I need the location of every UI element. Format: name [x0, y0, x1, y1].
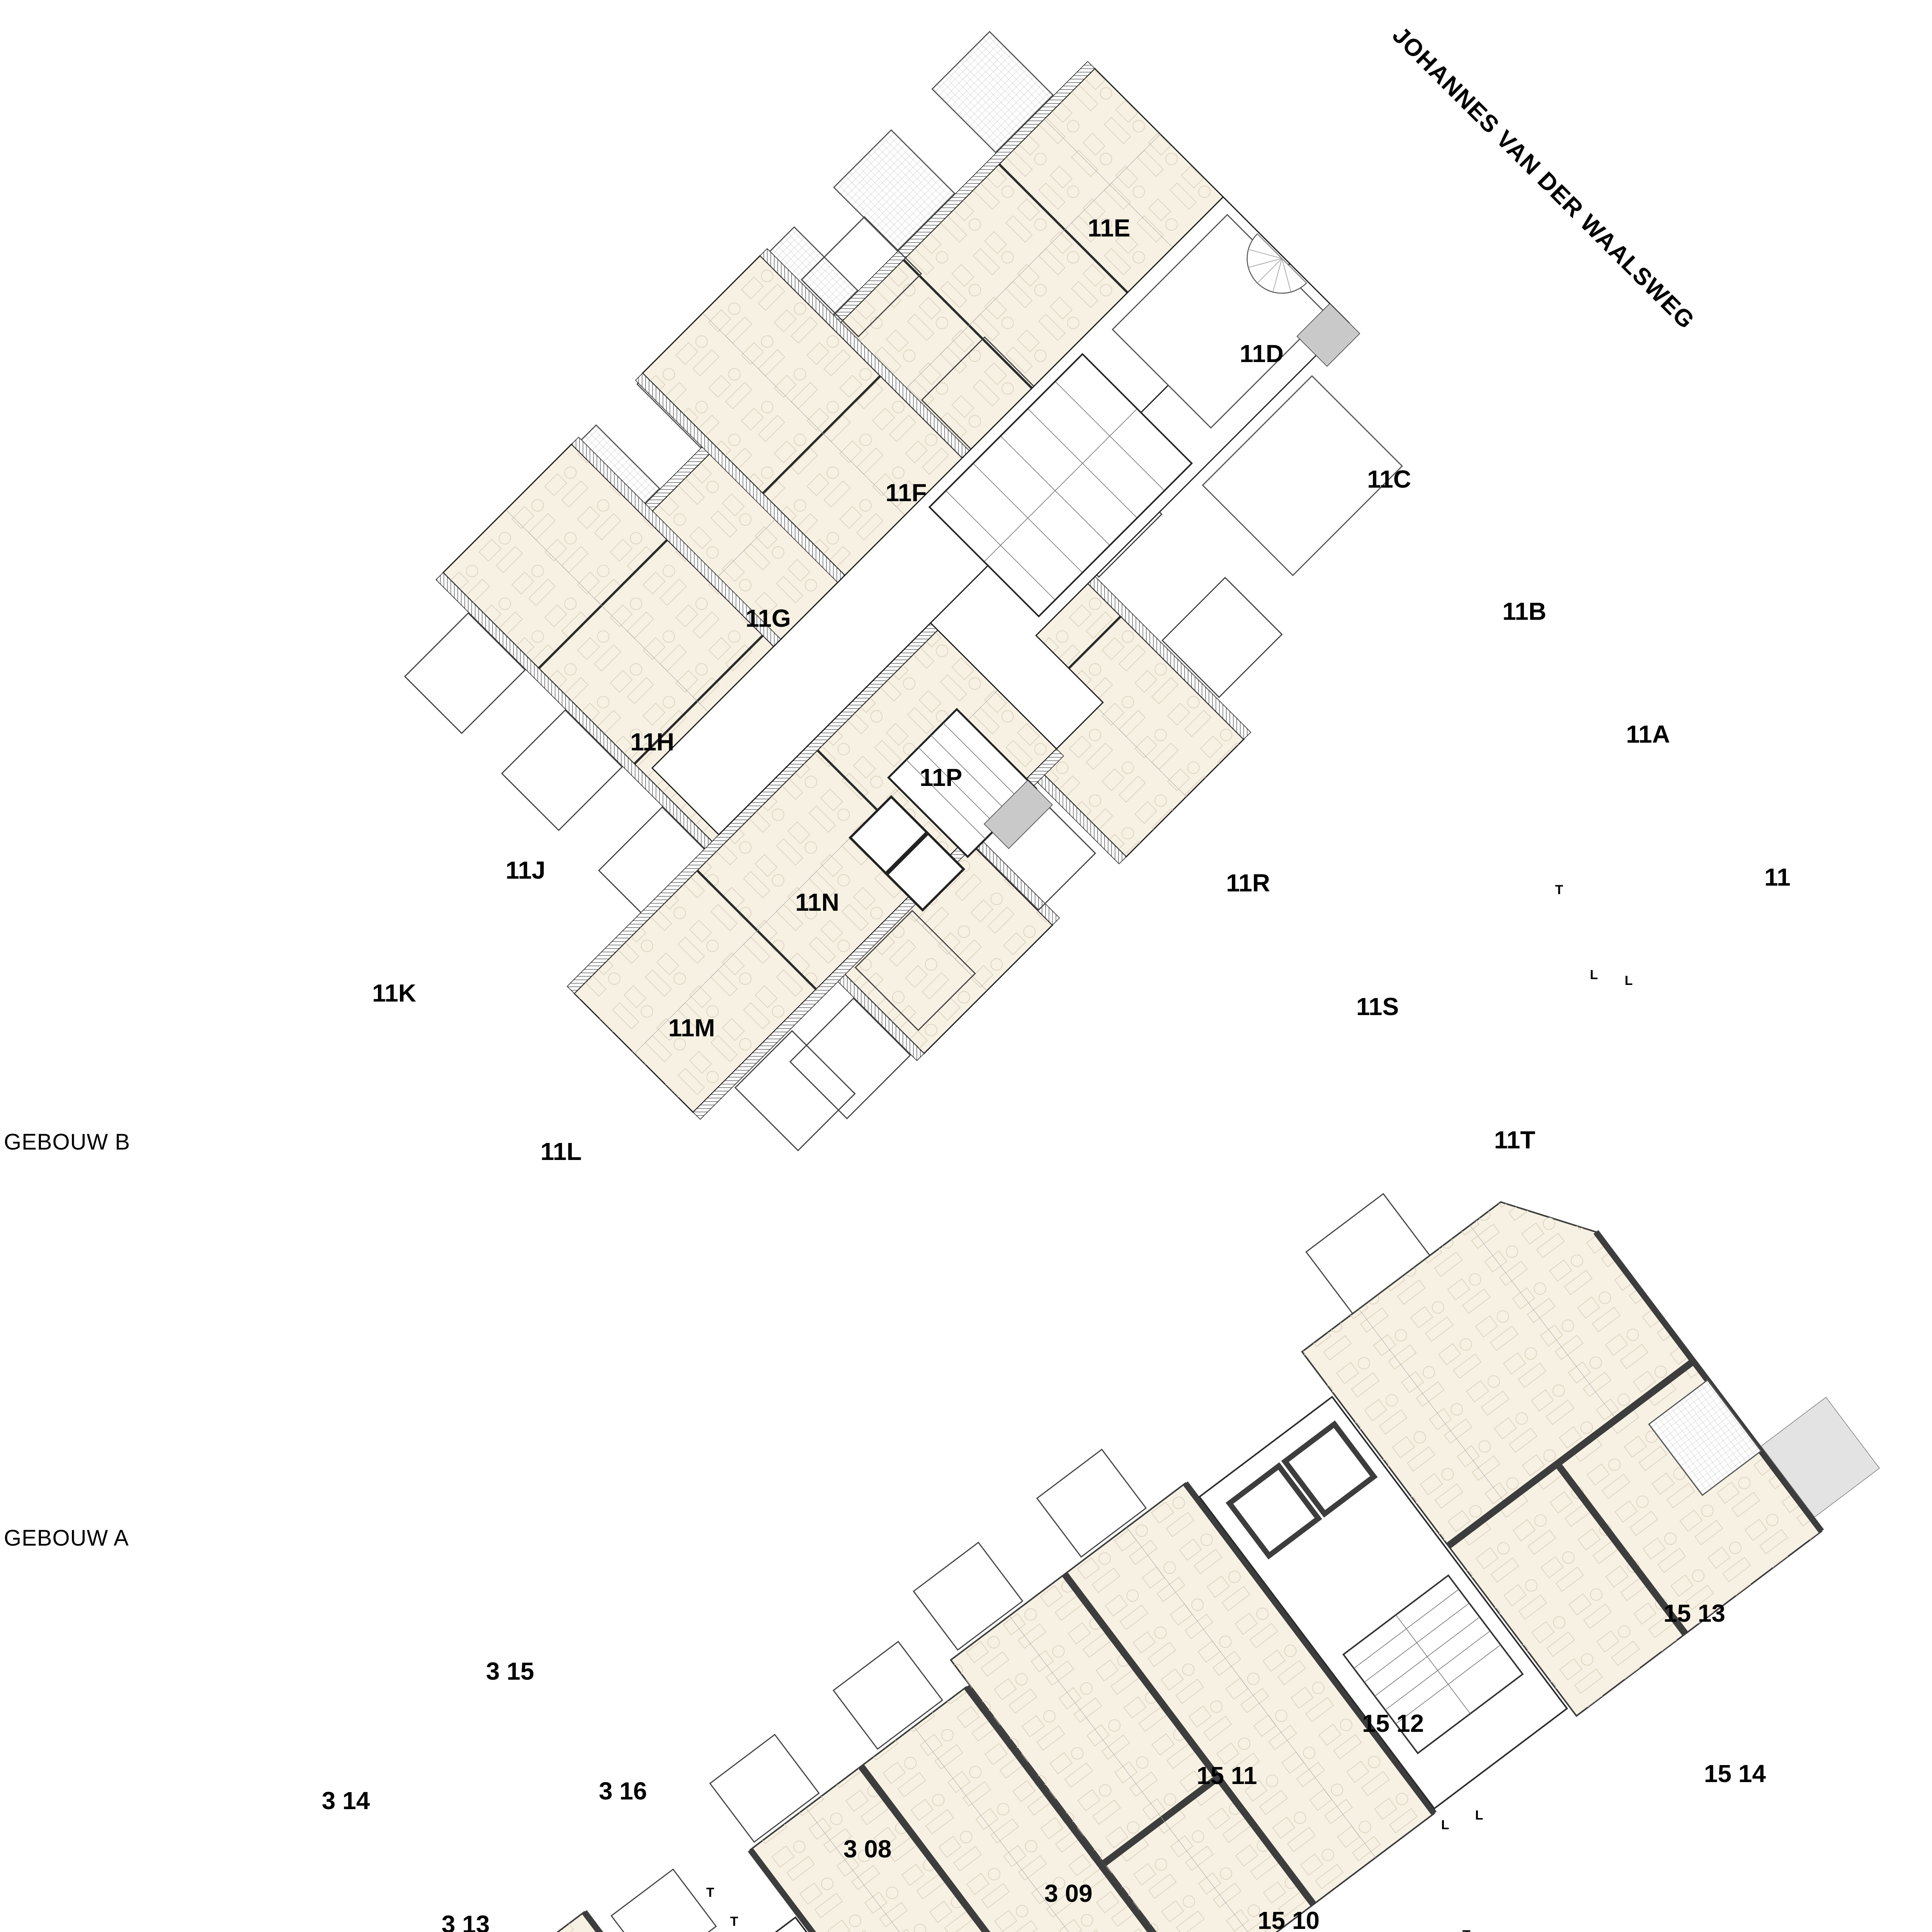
unit-label-11B: 11B	[1502, 597, 1546, 625]
gebouw-a-east-block	[913, 1449, 1437, 1932]
unit-label-11C: 11C	[1367, 465, 1411, 493]
stair-marker-a-1: T	[706, 1885, 714, 1900]
unit-label-11P: 11P	[920, 764, 962, 791]
internal-partitions-a-middle	[806, 1726, 1189, 1932]
unit-label-11A: 11A	[1626, 720, 1670, 748]
unit-label-3-14: 3 14	[322, 1787, 370, 1815]
internal-partitions-a-fareast	[1359, 1225, 1614, 1501]
stair-marker-a-2: T	[730, 1914, 738, 1929]
unit-label-11G: 11G	[745, 604, 791, 632]
inner-court	[1202, 375, 1403, 577]
unit-label-11H: 11H	[630, 728, 674, 756]
unit-label-3-16: 3 16	[599, 1777, 647, 1805]
gebouw-a-labels: 3 15 3 16 3 14 3 13 3 12 3 11 3 08 3 10 …	[322, 1599, 1766, 1932]
balconies-a-middle	[709, 1641, 944, 1843]
duct-shaft	[1296, 303, 1361, 367]
unit-label-11R: 11R	[1226, 869, 1270, 897]
stair-marker-b-1: T	[1555, 883, 1563, 897]
balconies-a-west	[611, 1868, 717, 1932]
unit-label-11L: 11L	[541, 1138, 582, 1165]
unit-label-3-13: 3 13	[442, 1910, 490, 1932]
unit-label-11D: 11D	[1240, 340, 1284, 367]
balconies-se	[734, 789, 1096, 1151]
gebouw-a-fareast-block	[1301, 1193, 1880, 1717]
unit-label-11S: 11S	[1356, 993, 1399, 1020]
lift-marker-a-3: L	[1441, 1818, 1449, 1832]
unit-label-15-11: 15 11	[1197, 1762, 1257, 1789]
core-services-b	[928, 353, 1193, 617]
building-label-gebouw-a: GEBOUW A	[4, 1526, 129, 1551]
lift-marker-b-2: L	[1625, 973, 1633, 988]
gebouw-a-core-east	[1198, 1396, 1568, 1810]
gebouw-b-plan	[404, 31, 1403, 1151]
unit-label-11M: 11M	[668, 1014, 715, 1042]
unit-label-11J: 11J	[505, 856, 545, 884]
party-walls-a-middle	[748, 1685, 1243, 1932]
unit-label-11K: 11K	[372, 979, 416, 1007]
unit-label-3-15: 3 15	[486, 1657, 534, 1685]
unit-label-3-09: 3 09	[1044, 1879, 1093, 1907]
gebouw-a-plan	[349, 1193, 1880, 1932]
unit-label-15-13: 15 13	[1663, 1599, 1725, 1627]
unit-label-11T: 11T	[1494, 1126, 1536, 1154]
balconies-a-east	[913, 1449, 1147, 1651]
gebouw-a-middle-block	[709, 1641, 1243, 1932]
balconies-a-fareast	[1305, 1193, 1880, 1518]
lift-cabins-a-east	[1225, 1420, 1378, 1560]
unit-label-11F: 11F	[886, 479, 927, 507]
unit-label-11N: 11N	[795, 888, 839, 916]
unit-label-15-14: 15 14	[1704, 1760, 1766, 1787]
internal-partitions-a-east	[1009, 1527, 1376, 1932]
spiral-stair-north	[1247, 233, 1308, 294]
unit-label-3-08: 3 08	[844, 1835, 892, 1863]
lift-marker-b-1: L	[1590, 968, 1598, 982]
building-label-gebouw-b: GEBOUW B	[4, 1129, 130, 1155]
furniture-hint-a-middle	[750, 1687, 1241, 1932]
gebouw-a-west-block	[349, 1868, 898, 1932]
gebouw-b-labels: 11E 11D 11C 11B 11A 11 11F 11G 11H 11J 1…	[372, 214, 1791, 1165]
gebouw-b-core	[651, 196, 1403, 912]
stair-flight-a-east	[1342, 1574, 1524, 1755]
lift-marker-a-4: L	[1475, 1808, 1483, 1823]
party-walls-a-east	[1062, 1481, 1437, 1906]
furniture-hint-a-east	[951, 1483, 1434, 1932]
unit-label-11: 11	[1764, 863, 1791, 891]
unit-label-15-10: 15 10	[1258, 1906, 1320, 1932]
stair-marker-a-3: T	[1463, 1928, 1471, 1932]
unit-label-11E: 11E	[1088, 214, 1130, 242]
unit-label-15-12: 15 12	[1362, 1709, 1424, 1737]
stair-lift-core-b	[849, 708, 1053, 912]
building-labels: GEBOUW B GEBOUW A	[4, 1129, 130, 1551]
